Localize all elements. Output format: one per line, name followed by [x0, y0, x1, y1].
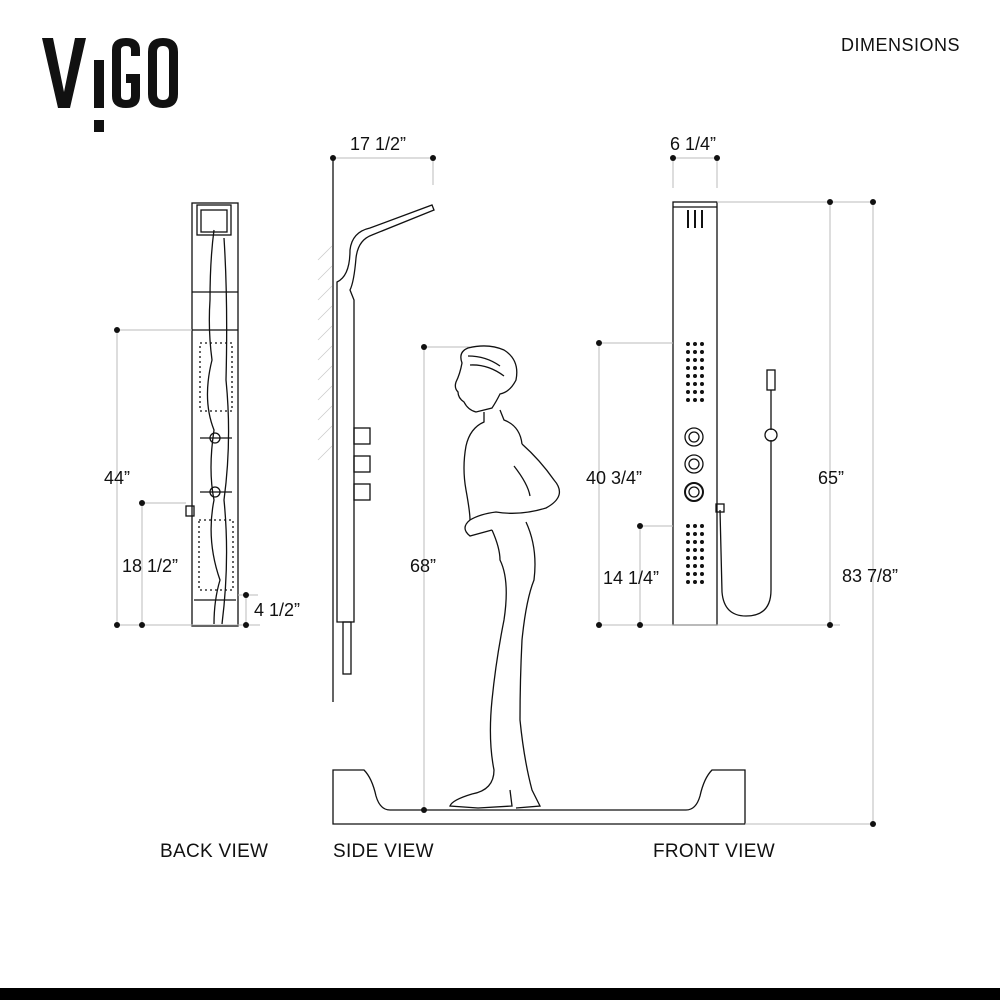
tub-outline: [332, 769, 746, 825]
back-view-panel: [185, 202, 239, 627]
side-view-label: SIDE VIEW: [333, 841, 434, 862]
dimension-endpoint-dots: [114, 155, 876, 827]
dim-side-depth: 17 1/2”: [350, 134, 407, 154]
dim-front-upper: 40 3/4”: [586, 468, 643, 488]
dim-back-total: 44”: [104, 468, 131, 488]
dim-front-panel: 65”: [818, 468, 845, 488]
dim-back-bottom: 4 1/2”: [254, 600, 301, 620]
side-dimension-lines: [333, 157, 470, 810]
person-silhouette: [449, 345, 561, 809]
dim-front-width: 6 1/4”: [670, 134, 717, 154]
dim-person-height: 68”: [410, 556, 437, 576]
logo-letter-i: [94, 60, 104, 108]
front-dimension-lines: [598, 157, 874, 825]
side-view-panel: [317, 158, 435, 702]
logo-letter-v: [42, 38, 86, 108]
back-view-label: BACK VIEW: [160, 841, 269, 862]
logo-letter-g: [112, 38, 140, 108]
logo-letter-o: [148, 38, 178, 108]
footer-bar: [0, 988, 1000, 1000]
dim-back-lower: 18 1/2”: [122, 556, 179, 576]
dim-front-lower: 14 1/4”: [603, 568, 660, 588]
front-view-panel: [672, 201, 778, 626]
front-view-label: FRONT VIEW: [653, 841, 775, 862]
vigo-logo: [42, 38, 178, 132]
front-jet-dots: [686, 342, 704, 584]
dim-front-overall: 83 7/8”: [842, 566, 899, 586]
logo-dot: [94, 120, 104, 132]
page-title: DIMENSIONS: [840, 35, 960, 55]
